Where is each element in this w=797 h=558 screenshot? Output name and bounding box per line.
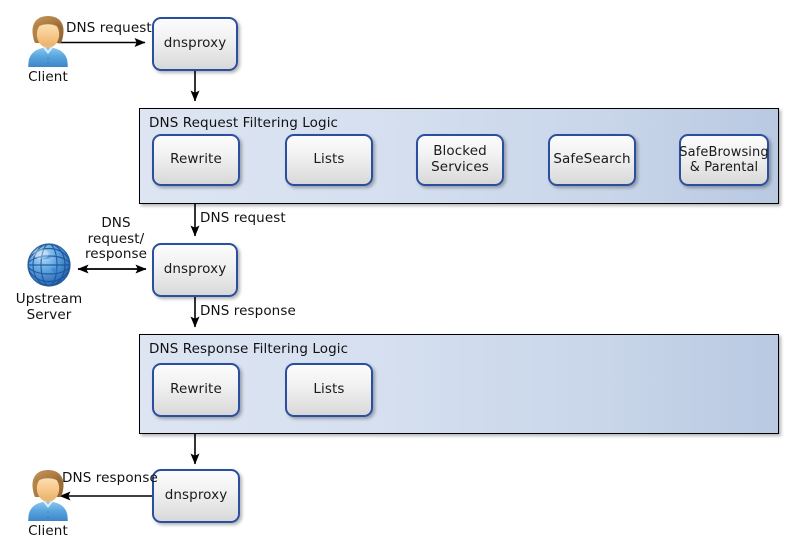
- upstream-server-caption: Upstream Server: [4, 291, 94, 323]
- edge-label-dnsproxy-mid-to-upstream: DNS request/ response: [80, 215, 152, 263]
- upstream-server-caption-line2: Server: [26, 306, 72, 323]
- dnsproxy-mid-label: dnsproxy: [163, 261, 227, 278]
- stage-rewrite-request-label: Rewrite: [170, 151, 222, 168]
- stage-safesearch-label: SafeSearch: [553, 151, 631, 168]
- globe-icon: [27, 243, 71, 287]
- stage-safesearch[interactable]: SafeSearch: [548, 134, 636, 186]
- stage-rewrite-response-label: Rewrite: [170, 381, 222, 398]
- dnsproxy-bottom-label: dnsproxy: [164, 487, 228, 504]
- upstream-server-caption-line1: Upstream: [15, 291, 83, 307]
- edge-label-upstream-line1: DNS: [101, 215, 131, 231]
- stage-lists-response-label: Lists: [313, 381, 345, 398]
- stage-rewrite-response[interactable]: Rewrite: [152, 363, 240, 417]
- client-top-caption: Client: [28, 69, 68, 85]
- stage-blocked-services-label-line2: Services: [431, 159, 489, 175]
- edge-label-upstream-line3: response: [84, 246, 148, 263]
- stage-safebrowsing-parental[interactable]: SafeBrowsing & Parental: [679, 134, 769, 186]
- stage-safebrowsing-parental-label-line1: SafeBrowsing: [679, 144, 769, 160]
- panel-response-filtering: DNS Response Filtering Logic: [139, 334, 779, 434]
- edge-label-dnsproxy-bottom-to-client: DNS response: [62, 470, 158, 486]
- edge-label-dnsproxy-mid-to-response-panel: DNS response: [200, 303, 296, 319]
- edge-label-client-to-dnsproxy-top: DNS request: [66, 20, 152, 36]
- panel-request-filtering-title: DNS Request Filtering Logic: [149, 115, 339, 131]
- client-bottom-caption: Client: [28, 523, 68, 539]
- stage-safebrowsing-parental-label-line2: & Parental: [689, 160, 759, 175]
- dnsproxy-mid[interactable]: dnsproxy: [152, 243, 238, 297]
- dnsproxy-top[interactable]: dnsproxy: [152, 17, 238, 71]
- panel-response-filtering-title: DNS Response Filtering Logic: [149, 341, 349, 357]
- user-avatar-icon: [28, 470, 68, 521]
- client-top-avatar: [22, 14, 74, 68]
- edge-label-upstream-line2: request/: [87, 230, 145, 247]
- upstream-server-icon-wrap: [24, 240, 74, 290]
- user-avatar-icon: [28, 16, 68, 67]
- stage-blocked-services[interactable]: Blocked Services: [416, 134, 504, 186]
- dnsproxy-top-label: dnsproxy: [163, 35, 227, 52]
- edge-label-request-panel-to-dnsproxy-mid: DNS request: [200, 210, 286, 226]
- dnsproxy-bottom[interactable]: dnsproxy: [152, 469, 240, 523]
- stage-lists-response[interactable]: Lists: [285, 363, 373, 417]
- stage-blocked-services-label-line1: Blocked: [433, 143, 487, 160]
- client-bottom-avatar: [22, 468, 74, 522]
- stage-lists-request-label: Lists: [313, 151, 345, 168]
- stage-rewrite-request[interactable]: Rewrite: [152, 134, 240, 186]
- stage-lists-request[interactable]: Lists: [285, 134, 373, 186]
